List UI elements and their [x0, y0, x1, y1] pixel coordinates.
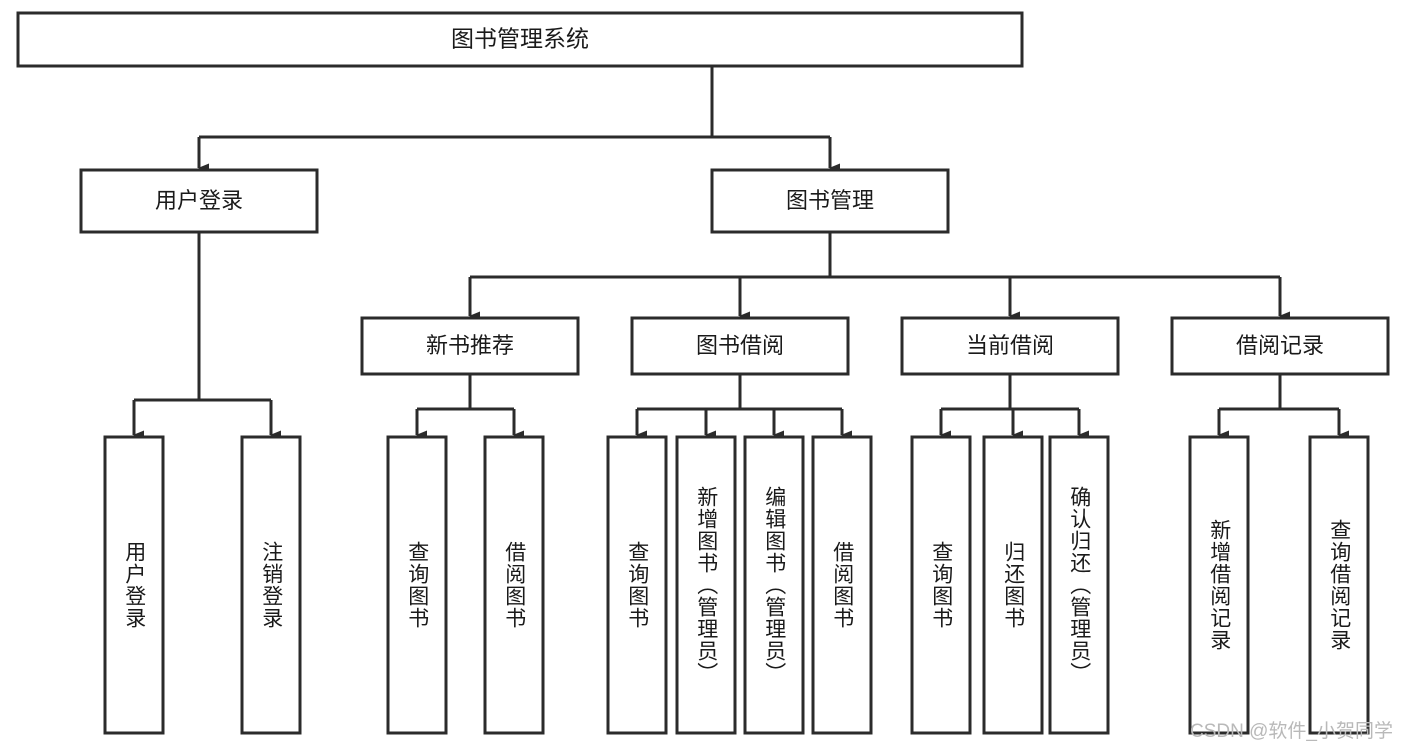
leaf-box-1[interactable]: [240, 435, 302, 735]
leaf-box-2[interactable]: [386, 435, 448, 735]
watermark: CSDN @软件_小贺同学: [1190, 721, 1393, 742]
node-box-level2-1[interactable]: [710, 168, 950, 234]
leaf-box-11[interactable]: [1188, 435, 1250, 735]
node-label-level2-1: 图书管理: [786, 188, 874, 213]
leaf-box-7[interactable]: [811, 435, 873, 735]
leaf-box-6[interactable]: [743, 435, 805, 735]
leaf-box-0[interactable]: [103, 435, 165, 735]
node-label-root: 图书管理系统: [451, 26, 589, 52]
leaf-box-8[interactable]: [910, 435, 972, 735]
node-box-level3-2[interactable]: [900, 316, 1120, 376]
leaf-box-3[interactable]: [483, 435, 545, 735]
node-box-level3-1[interactable]: [630, 316, 850, 376]
node-label-level2-0: 用户登录: [155, 188, 243, 213]
node-box-level3-0[interactable]: [360, 316, 580, 376]
node-box-level2-0[interactable]: [79, 168, 319, 234]
leaf-box-9[interactable]: [982, 435, 1044, 735]
node-box-root[interactable]: [16, 11, 1024, 68]
boxes-layer: [16, 11, 1390, 735]
node-label-level3-2: 当前借阅: [966, 333, 1054, 358]
leaf-box-10[interactable]: [1048, 435, 1110, 735]
node-box-level3-3[interactable]: [1170, 316, 1390, 376]
leaf-box-12[interactable]: [1308, 435, 1370, 735]
node-label-level3-3: 借阅记录: [1236, 333, 1324, 358]
leaf-box-5[interactable]: [675, 435, 737, 735]
node-label-level3-1: 图书借阅: [696, 333, 784, 358]
leaf-box-4[interactable]: [606, 435, 668, 735]
node-label-level3-0: 新书推荐: [426, 333, 514, 358]
edges-layer: [132, 66, 1349, 440]
